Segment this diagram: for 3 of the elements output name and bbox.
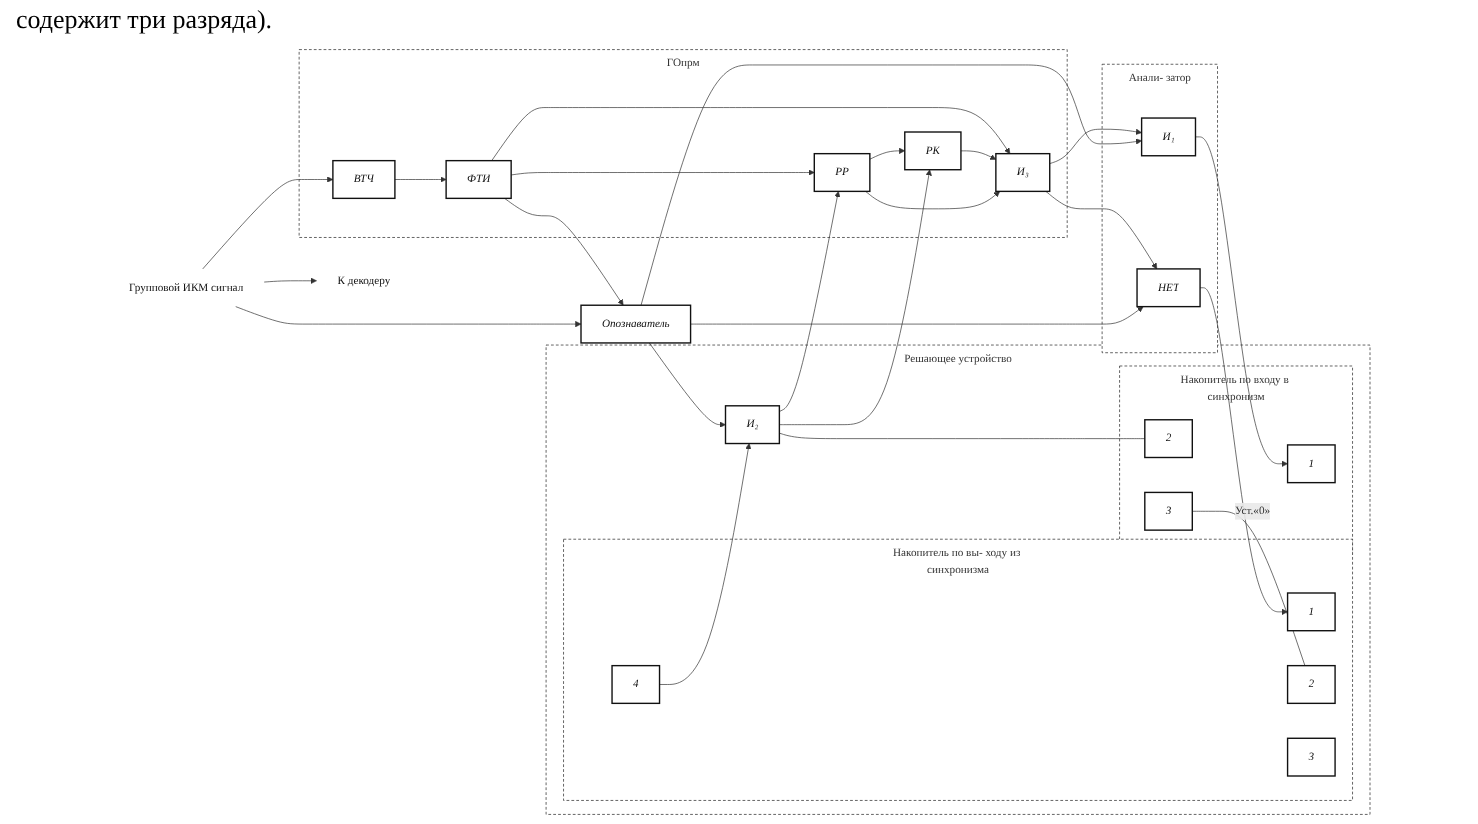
connector: [779, 432, 1146, 439]
connector: [1191, 510, 1306, 666]
note-text: содержит три разряда).: [16, 4, 273, 34]
